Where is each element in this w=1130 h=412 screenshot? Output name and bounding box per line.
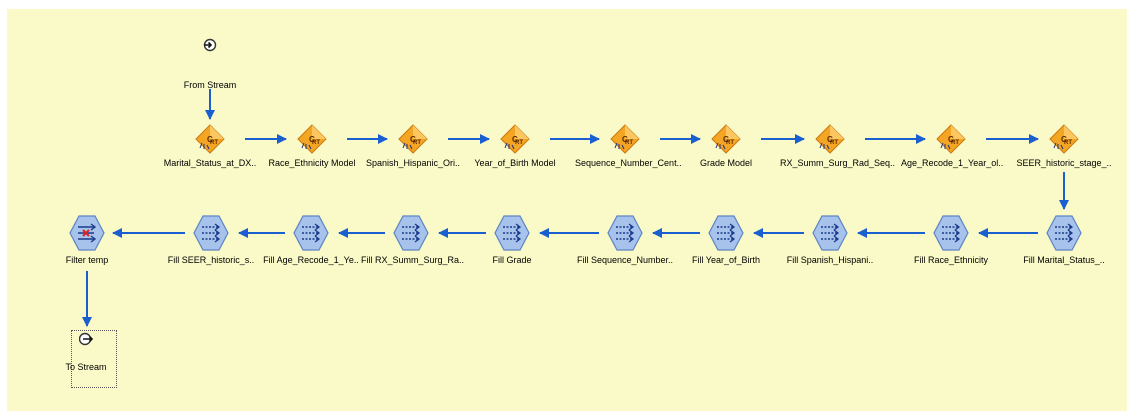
- stream-input-icon: [203, 38, 217, 52]
- crt-model-icon: C RT: [499, 123, 531, 155]
- stream-output-icon: [78, 332, 94, 346]
- crt-model-icon: C RT: [397, 123, 429, 155]
- filler-node-icon: [392, 214, 430, 252]
- svg-text:RT: RT: [726, 140, 734, 146]
- filler-node-9[interactable]: Fill SEER_historic_s..: [161, 214, 261, 265]
- svg-text:C: C: [827, 135, 833, 144]
- filler-node-1[interactable]: Fill Marital_Status_..: [1014, 214, 1114, 265]
- filler-node-1-label: Fill Marital_Status_..: [1023, 255, 1105, 265]
- crt-model-node-3-label: Spanish_Hispanic_Ori..: [365, 158, 461, 168]
- crt-model-node-8-label: Age_Recode_1_Year_ol..: [901, 158, 1004, 168]
- crt-model-icon: C RT: [609, 123, 641, 155]
- filler-node-8-label: Fill Age_Recode_1_Ye..: [263, 255, 359, 265]
- filler-node-icon: [606, 214, 644, 252]
- filter-node[interactable]: Filter temp: [37, 214, 137, 265]
- svg-text:C: C: [309, 135, 315, 144]
- filler-node-8[interactable]: Fill Age_Recode_1_Ye..: [261, 214, 361, 265]
- filler-node-4[interactable]: Fill Year_of_Birth: [676, 214, 776, 265]
- filler-node-4-label: Fill Year_of_Birth: [691, 255, 761, 265]
- from-stream-label: From Stream: [183, 80, 237, 90]
- filler-node-9-label: Fill SEER_historic_s..: [167, 255, 255, 265]
- to-stream-node[interactable]: To Stream: [36, 332, 136, 372]
- crt-model-node-6[interactable]: C RT Grade Model: [676, 123, 776, 168]
- crt-model-node-7[interactable]: C RT RX_Summ_Surg_Rad_Seq..: [780, 123, 896, 168]
- svg-text:RT: RT: [625, 140, 633, 146]
- crt-model-node-5[interactable]: C RT Sequence_Number_Cent..: [575, 123, 682, 168]
- svg-text:RT: RT: [951, 140, 959, 146]
- filler-node-7-label: Fill RX_Summ_Surg_Ra..: [361, 255, 465, 265]
- filler-node-3-label: Fill Spanish_Hispani..: [786, 255, 874, 265]
- crt-model-node-2-label: Race_Ethnicity Model: [268, 158, 356, 168]
- filler-node-icon: [1045, 214, 1083, 252]
- svg-text:C: C: [622, 135, 628, 144]
- filter-label: Filter temp: [65, 255, 109, 265]
- crt-model-node-9-label: SEER_historic_stage_..: [1016, 158, 1112, 168]
- crt-model-node-6-label: Grade Model: [699, 158, 753, 168]
- crt-model-icon: C RT: [296, 123, 328, 155]
- filler-node-7[interactable]: Fill RX_Summ_Surg_Ra..: [361, 214, 465, 265]
- crt-model-node-2[interactable]: C RT Race_Ethnicity Model: [262, 123, 362, 168]
- svg-text:C: C: [948, 135, 954, 144]
- svg-text:C: C: [207, 135, 213, 144]
- svg-text:RT: RT: [830, 140, 838, 146]
- crt-model-icon: C RT: [1048, 123, 1080, 155]
- svg-text:C: C: [512, 135, 518, 144]
- selection-outline: [71, 330, 117, 388]
- crt-model-icon: C RT: [814, 123, 846, 155]
- crt-model-icon: C RT: [935, 123, 967, 155]
- crt-model-node-8[interactable]: C RT Age_Recode_1_Year_ol..: [901, 123, 1004, 168]
- crt-model-node-4[interactable]: C RT Year_of_Birth Model: [465, 123, 565, 168]
- crt-model-icon: C RT: [194, 123, 226, 155]
- to-stream-label: To Stream: [65, 362, 107, 372]
- crt-model-node-4-label: Year_of_Birth Model: [474, 158, 556, 168]
- filler-node-2-label: Fill Race_Ethnicity: [913, 255, 989, 265]
- svg-text:RT: RT: [312, 140, 320, 146]
- filler-node-2[interactable]: Fill Race_Ethnicity: [901, 214, 1001, 265]
- filler-node-icon: [811, 214, 849, 252]
- from-stream-node[interactable]: From Stream: [160, 38, 260, 90]
- filler-node-3[interactable]: Fill Spanish_Hispani..: [780, 214, 880, 265]
- filler-node-icon: [493, 214, 531, 252]
- svg-text:RT: RT: [1064, 140, 1072, 146]
- svg-text:RT: RT: [515, 140, 523, 146]
- filler-node-5-label: Fill Sequence_Number..: [576, 255, 674, 265]
- crt-model-node-5-label: Sequence_Number_Cent..: [575, 158, 682, 168]
- svg-text:C: C: [723, 135, 729, 144]
- crt-model-node-3[interactable]: C RT Spanish_Hispanic_Ori..: [363, 123, 463, 168]
- svg-text:RT: RT: [210, 140, 218, 146]
- svg-text:C: C: [1061, 135, 1067, 144]
- svg-text:RT: RT: [413, 140, 421, 146]
- filler-node-6[interactable]: Fill Grade: [462, 214, 562, 265]
- filler-node-icon: [932, 214, 970, 252]
- crt-model-node-9[interactable]: C RT SEER_historic_stage_..: [1014, 123, 1114, 168]
- crt-model-node-1-label: Marital_Status_at_DX..: [163, 158, 257, 168]
- crt-model-icon: C RT: [710, 123, 742, 155]
- crt-model-node-7-label: RX_Summ_Surg_Rad_Seq..: [780, 158, 896, 168]
- connection-layer: [82, 89, 1069, 327]
- filler-node-icon: [292, 214, 330, 252]
- filler-node-5[interactable]: Fill Sequence_Number..: [575, 214, 675, 265]
- filter-node-icon: [68, 214, 106, 252]
- stream-canvas[interactable]: From Stream C RT Marital_Status_at_DX.. …: [7, 9, 1127, 411]
- svg-text:C: C: [410, 135, 416, 144]
- filler-node-icon: [192, 214, 230, 252]
- filler-node-icon: [707, 214, 745, 252]
- crt-model-node-1[interactable]: C RT Marital_Status_at_DX..: [160, 123, 260, 168]
- filler-node-6-label: Fill Grade: [492, 255, 532, 265]
